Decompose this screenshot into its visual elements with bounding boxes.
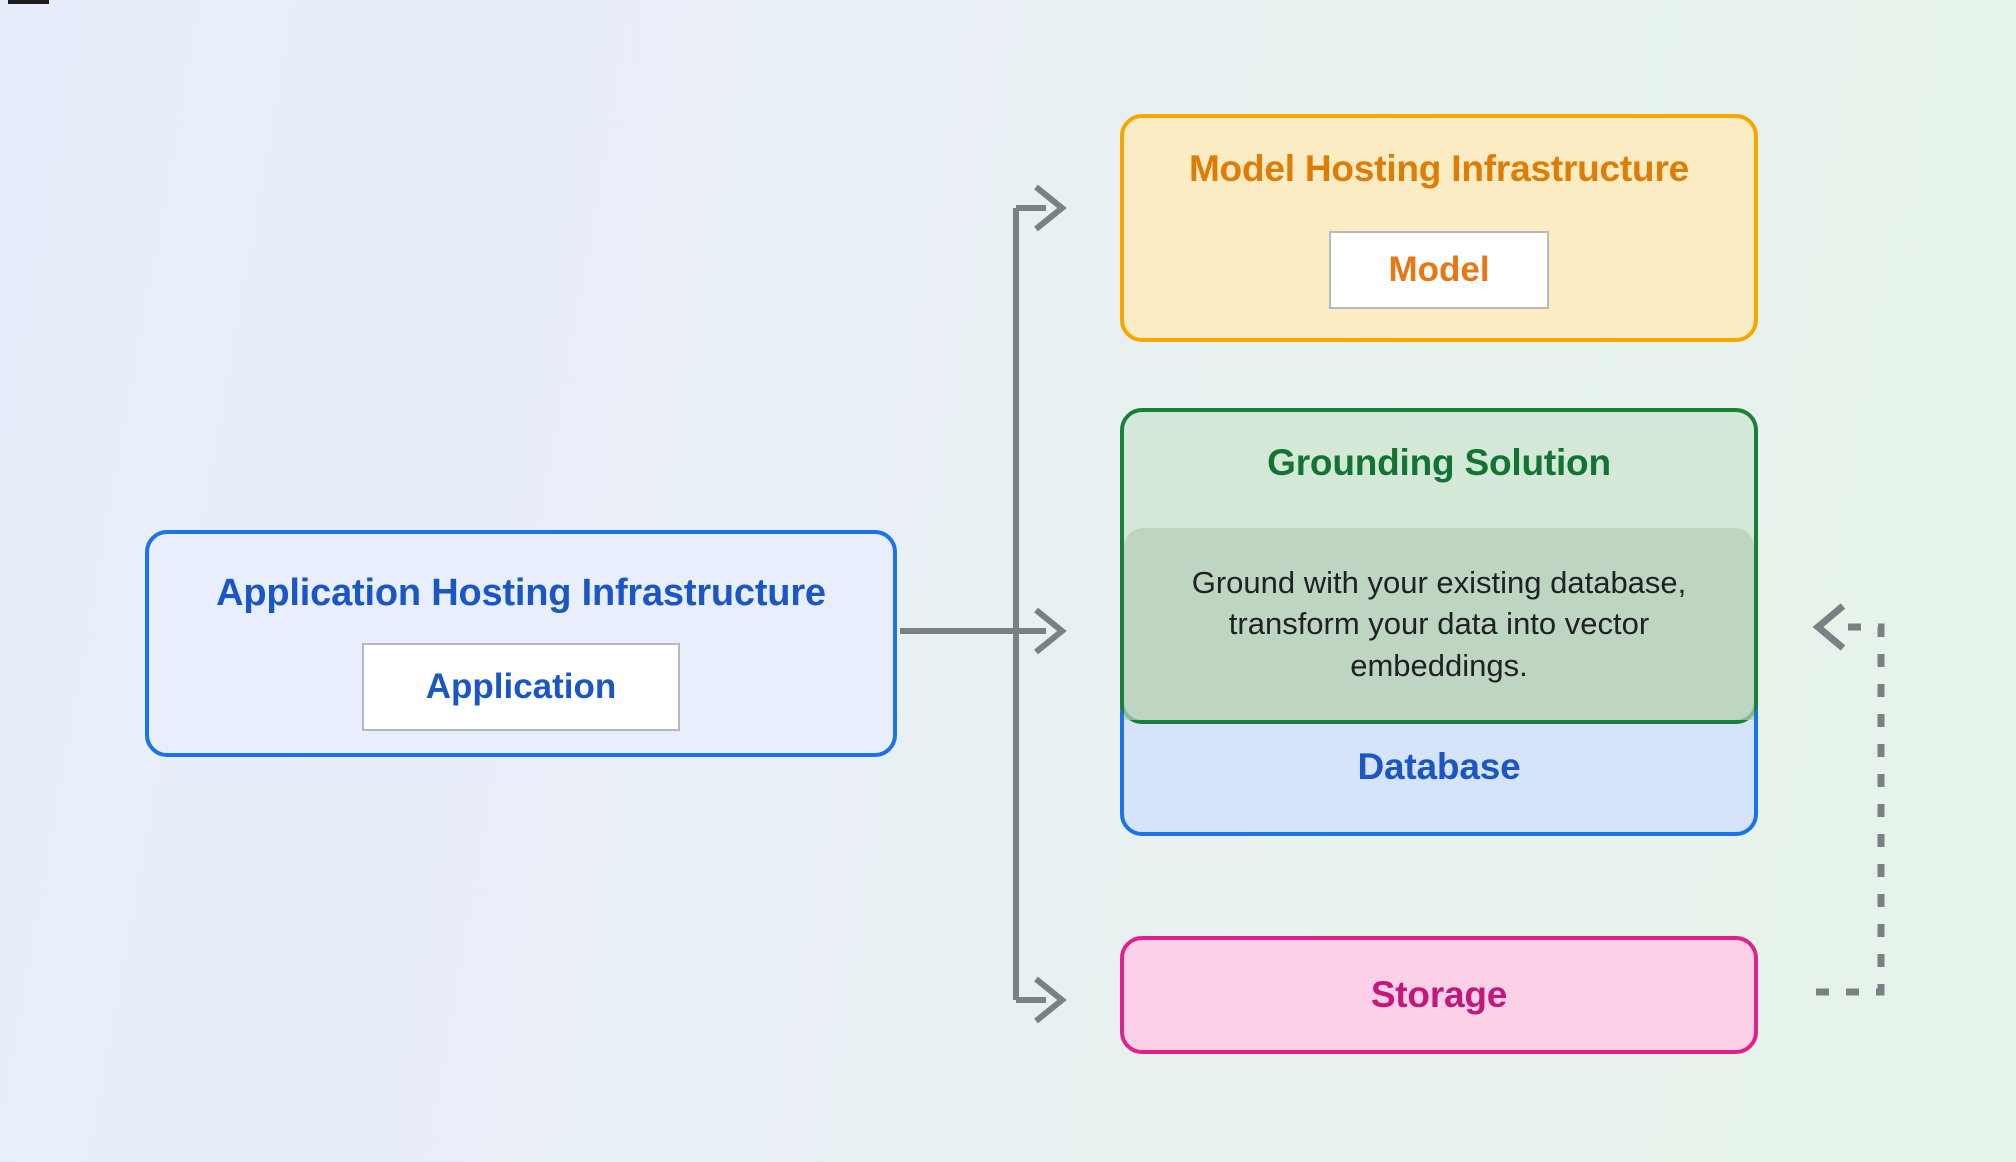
node-model-hosting-infrastructure[interactable]: Model Hosting Infrastructure [1120,114,1758,342]
arrowhead-storage-icon [1034,976,1067,1024]
storage-title: Storage [1370,974,1508,1015]
node-grounding-solution[interactable]: Grounding Solution [1120,408,1758,724]
database-title: Database [1357,746,1521,787]
application-hosting-title: Application Hosting Infrastructure [216,572,826,614]
connector-dashed-feedback [1816,623,1885,996]
arrowhead-grounding-icon [1034,607,1067,655]
model-hosting-title: Model Hosting Infrastructure [1188,148,1690,189]
corner-mark [8,0,49,4]
node-storage[interactable]: Storage [1120,936,1758,1054]
chip-application-label: Application [425,667,617,706]
chip-application[interactable]: Application [362,643,680,731]
arrowhead-database-icon [1812,603,1846,651]
chip-model[interactable]: Model [1329,231,1549,309]
connector-solid-branch [900,205,1046,1003]
connector-dashed-arrowhead [1812,603,1846,651]
connector-solid-arrowheads [1034,184,1067,1024]
connector-dashed-path [1816,623,1885,996]
arrowhead-model-icon [1034,184,1067,232]
chip-model-label: Model [1388,250,1490,289]
grounding-solution-title: Grounding Solution [1267,442,1611,483]
